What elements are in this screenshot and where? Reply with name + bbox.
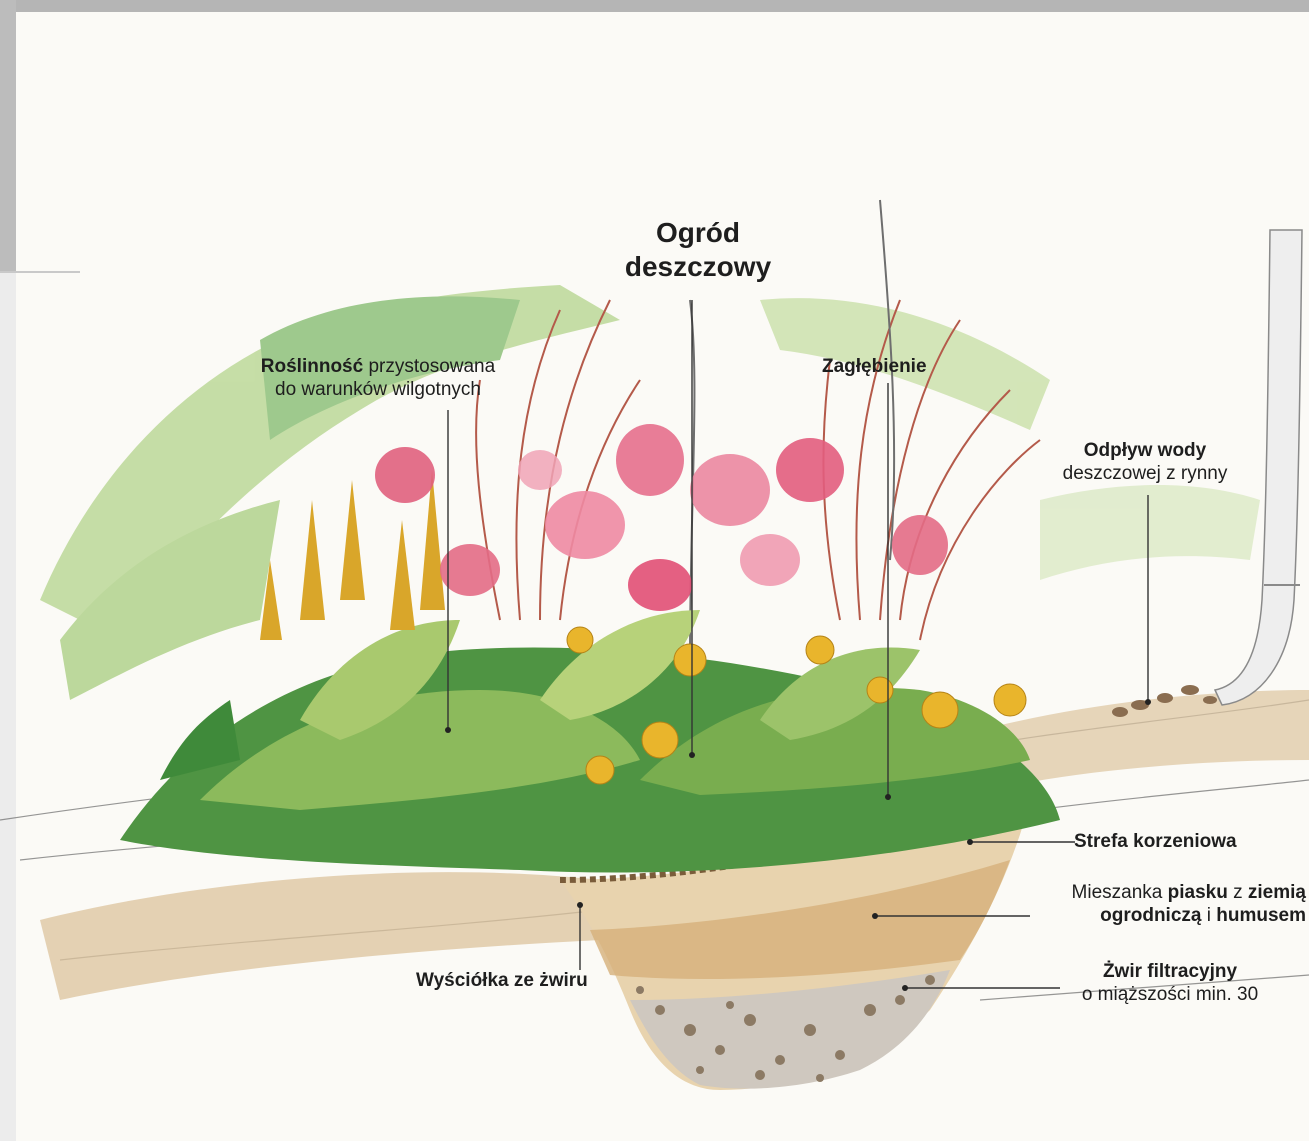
leaves	[120, 610, 1060, 873]
filter-gravel-bold: Żwir filtracyjny	[1060, 961, 1280, 984]
mix-text-2: z	[1228, 882, 1248, 903]
mix-text-3: i	[1201, 905, 1216, 926]
title-line-2: deszczowy	[588, 250, 808, 284]
label-drain: Odpływ wody deszczowej z rynny	[1045, 440, 1245, 486]
frame-top	[0, 0, 1309, 12]
label-soil-mix: Mieszanka piasku z ziemią ogrodniczą i h…	[1020, 882, 1306, 928]
drain-bold: Odpływ wody	[1045, 440, 1245, 463]
label-root-zone: Strefa korzeniowa	[1074, 831, 1237, 854]
mix-bold-4: humusem	[1216, 905, 1306, 926]
diagram-title: Ogród deszczowy	[588, 216, 808, 284]
label-gravel-mulch: Wyściółka ze żwiru	[416, 970, 588, 993]
frame-left-lower	[0, 272, 16, 1141]
mix-text-1: Mieszanka	[1072, 882, 1168, 903]
vegetation-line-2: do warunków wilgotnych	[238, 379, 518, 402]
mix-bold-1: piasku	[1168, 882, 1228, 903]
filter-gravel-line-2: o miąższości min. 30	[1060, 984, 1280, 1007]
vegetation-bold: Roślinność	[261, 356, 363, 377]
label-vegetation: Roślinność przystosowana do warunków wil…	[238, 356, 518, 402]
drain-line-2: deszczowej z rynny	[1045, 463, 1245, 486]
label-depression: Zagłębienie	[822, 356, 927, 379]
vegetation-text: przystosowana	[363, 356, 495, 377]
frame-left	[0, 0, 16, 272]
mix-bold-3: ogrodniczą	[1100, 905, 1201, 926]
mix-bold-2: ziemią	[1248, 882, 1306, 903]
label-filter-gravel: Żwir filtracyjny o miąższości min. 30	[1060, 961, 1280, 1007]
title-line-1: Ogród	[588, 216, 808, 250]
